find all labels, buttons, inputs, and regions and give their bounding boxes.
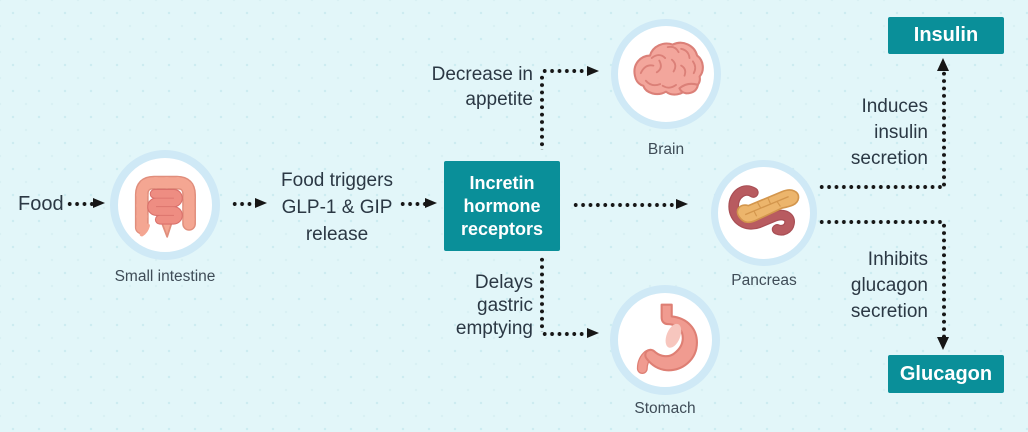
dotted-line: [541, 69, 587, 73]
stomach-icon: [636, 303, 698, 375]
arrowhead-right-icon: [587, 66, 599, 76]
pancreas-label: Pancreas: [731, 272, 797, 289]
insulin-box: Insulin: [888, 17, 1004, 54]
arrowhead-right-icon: [255, 198, 267, 208]
dotted-line: [942, 70, 946, 187]
brain-circle: [611, 19, 721, 129]
brain-icon: [633, 41, 704, 96]
food-label: Food: [18, 193, 64, 215]
dotted-line: [66, 202, 93, 206]
dotted-line: [942, 222, 946, 338]
dotted-line: [231, 202, 255, 206]
pancreas-icon: [728, 185, 800, 236]
small-intestine-circle: [110, 150, 220, 260]
trigger-text: Food triggers GLP-1 & GIP release: [281, 170, 393, 245]
stomach-circle: [610, 285, 720, 395]
brain-label: Brain: [647, 141, 685, 158]
stomach-label: Stomach: [634, 400, 696, 417]
arrowhead-down-icon: [937, 337, 949, 350]
arrowhead-right-icon: [425, 198, 437, 208]
small-intestine-icon: [134, 175, 196, 238]
glucagon-box: Glucagon: [888, 355, 1004, 393]
inhibits-glucagon-text: Inhibits glucagon secretion: [850, 249, 928, 322]
pancreas-circle: [711, 160, 817, 266]
dotted-line: [572, 203, 676, 207]
dotted-line: [540, 74, 544, 150]
dotted-line: [818, 185, 944, 189]
arrowhead-right-icon: [587, 328, 599, 338]
dotted-line: [818, 220, 944, 224]
arrowhead-right-icon: [676, 199, 688, 209]
dotted-line: [399, 202, 425, 206]
small-intestine-label: Small intestine: [114, 268, 216, 285]
arrowhead-up-icon: [937, 58, 949, 71]
dotted-line: [541, 332, 587, 336]
dotted-line: [540, 256, 544, 332]
decrease-appetite-text: Decrease in appetite: [431, 64, 533, 110]
delays-gastric-text: Delays gastric emptying: [455, 272, 533, 339]
induces-insulin-text: Induces insulin secretion: [850, 96, 928, 169]
incretin-receptors-box: Incretin hormone receptors: [444, 161, 560, 251]
arrowhead-right-icon: [93, 198, 105, 208]
